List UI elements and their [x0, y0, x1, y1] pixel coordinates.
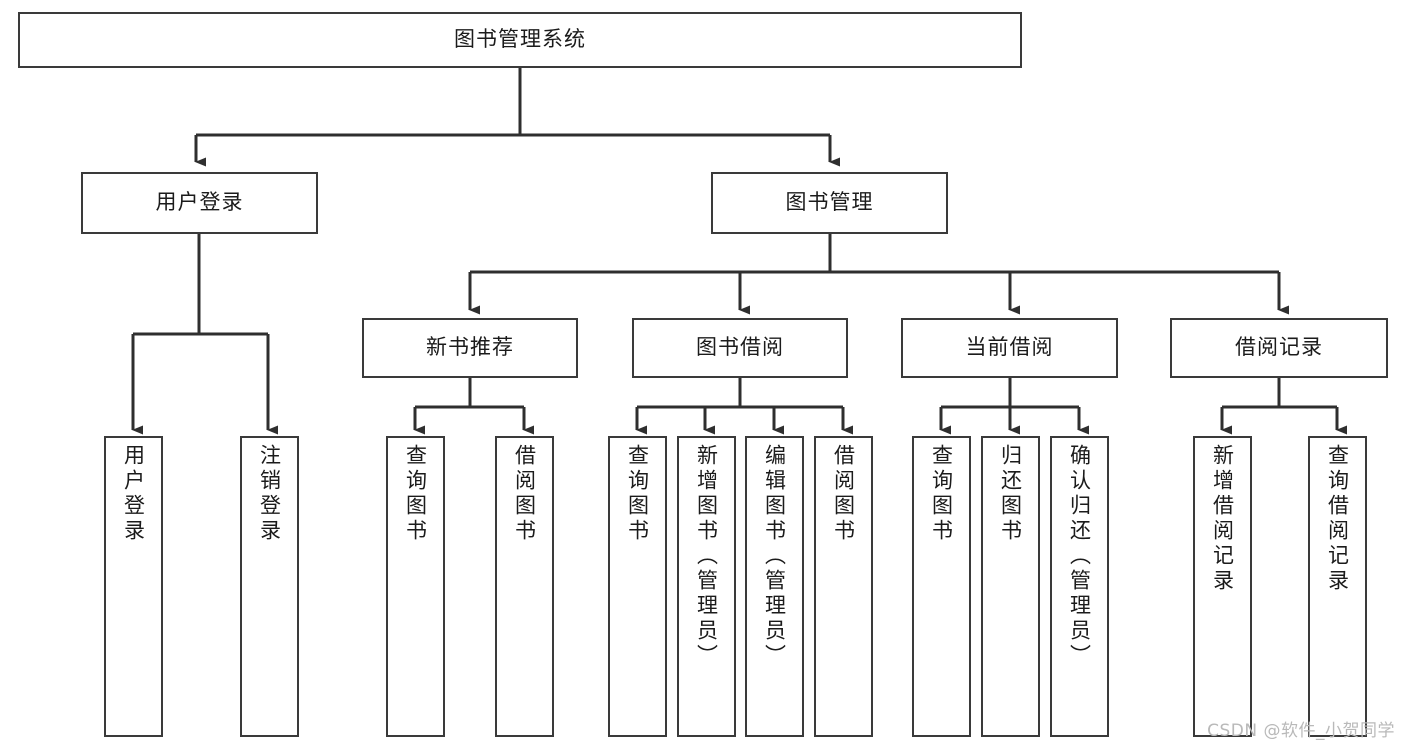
node-leaf-add-borrow-record[interactable]: 新增借阅记录: [1193, 436, 1252, 737]
node-leaf-edit-book-label: 编辑图书（管理员）: [762, 444, 787, 669]
node-leaf-return-book[interactable]: 归还图书: [981, 436, 1040, 737]
node-root-label: 图书管理系统: [454, 27, 586, 52]
node-new-book-recommend[interactable]: 新书推荐: [362, 318, 578, 378]
node-leaf-borrow-book-label: 借阅图书: [831, 444, 856, 544]
node-leaf-edit-book[interactable]: 编辑图书（管理员）: [745, 436, 804, 737]
node-leaf-user-login[interactable]: 用户登录: [104, 436, 163, 737]
node-leaf-query-book-current-label: 查询图书: [929, 444, 954, 544]
node-book-borrow[interactable]: 图书借阅: [632, 318, 848, 378]
node-current-borrow-label: 当前借阅: [965, 335, 1054, 360]
node-current-borrow[interactable]: 当前借阅: [901, 318, 1118, 378]
node-leaf-borrow-book-recommend-label: 借阅图书: [512, 444, 537, 544]
node-leaf-borrow-book-recommend[interactable]: 借阅图书: [495, 436, 554, 737]
node-leaf-logout-label: 注销登录: [257, 444, 282, 544]
node-leaf-borrow-book[interactable]: 借阅图书: [814, 436, 873, 737]
node-leaf-query-book-recommend[interactable]: 查询图书: [386, 436, 445, 737]
node-leaf-query-book-borrow-label: 查询图书: [625, 444, 650, 544]
node-root[interactable]: 图书管理系统: [18, 12, 1022, 68]
node-new-book-recommend-label: 新书推荐: [426, 335, 514, 360]
node-leaf-return-book-label: 归还图书: [998, 444, 1023, 544]
csdn-watermark: CSDN @软件_小贺同学: [1207, 721, 1395, 741]
node-leaf-confirm-return-label: 确认归还（管理员）: [1067, 444, 1092, 669]
node-leaf-query-book-borrow[interactable]: 查询图书: [608, 436, 667, 737]
node-borrow-record[interactable]: 借阅记录: [1170, 318, 1388, 378]
node-leaf-query-borrow-record[interactable]: 查询借阅记录: [1308, 436, 1367, 737]
node-leaf-add-book-label: 新增图书（管理员）: [694, 444, 719, 669]
node-user-login[interactable]: 用户登录: [81, 172, 318, 234]
node-leaf-add-borrow-record-label: 新增借阅记录: [1210, 444, 1235, 594]
node-leaf-add-book[interactable]: 新增图书（管理员）: [677, 436, 736, 737]
node-user-login-label: 用户登录: [155, 190, 244, 215]
node-book-manage-label: 图书管理: [785, 190, 874, 215]
node-borrow-record-label: 借阅记录: [1235, 335, 1323, 360]
node-leaf-logout[interactable]: 注销登录: [240, 436, 299, 737]
node-leaf-query-borrow-record-label: 查询借阅记录: [1325, 444, 1350, 594]
node-leaf-query-book-current[interactable]: 查询图书: [912, 436, 971, 737]
node-book-borrow-label: 图书借阅: [696, 335, 784, 360]
node-leaf-confirm-return[interactable]: 确认归还（管理员）: [1050, 436, 1109, 737]
node-book-manage[interactable]: 图书管理: [711, 172, 948, 234]
node-leaf-query-book-recommend-label: 查询图书: [403, 444, 428, 544]
node-leaf-user-login-label: 用户登录: [121, 444, 146, 544]
